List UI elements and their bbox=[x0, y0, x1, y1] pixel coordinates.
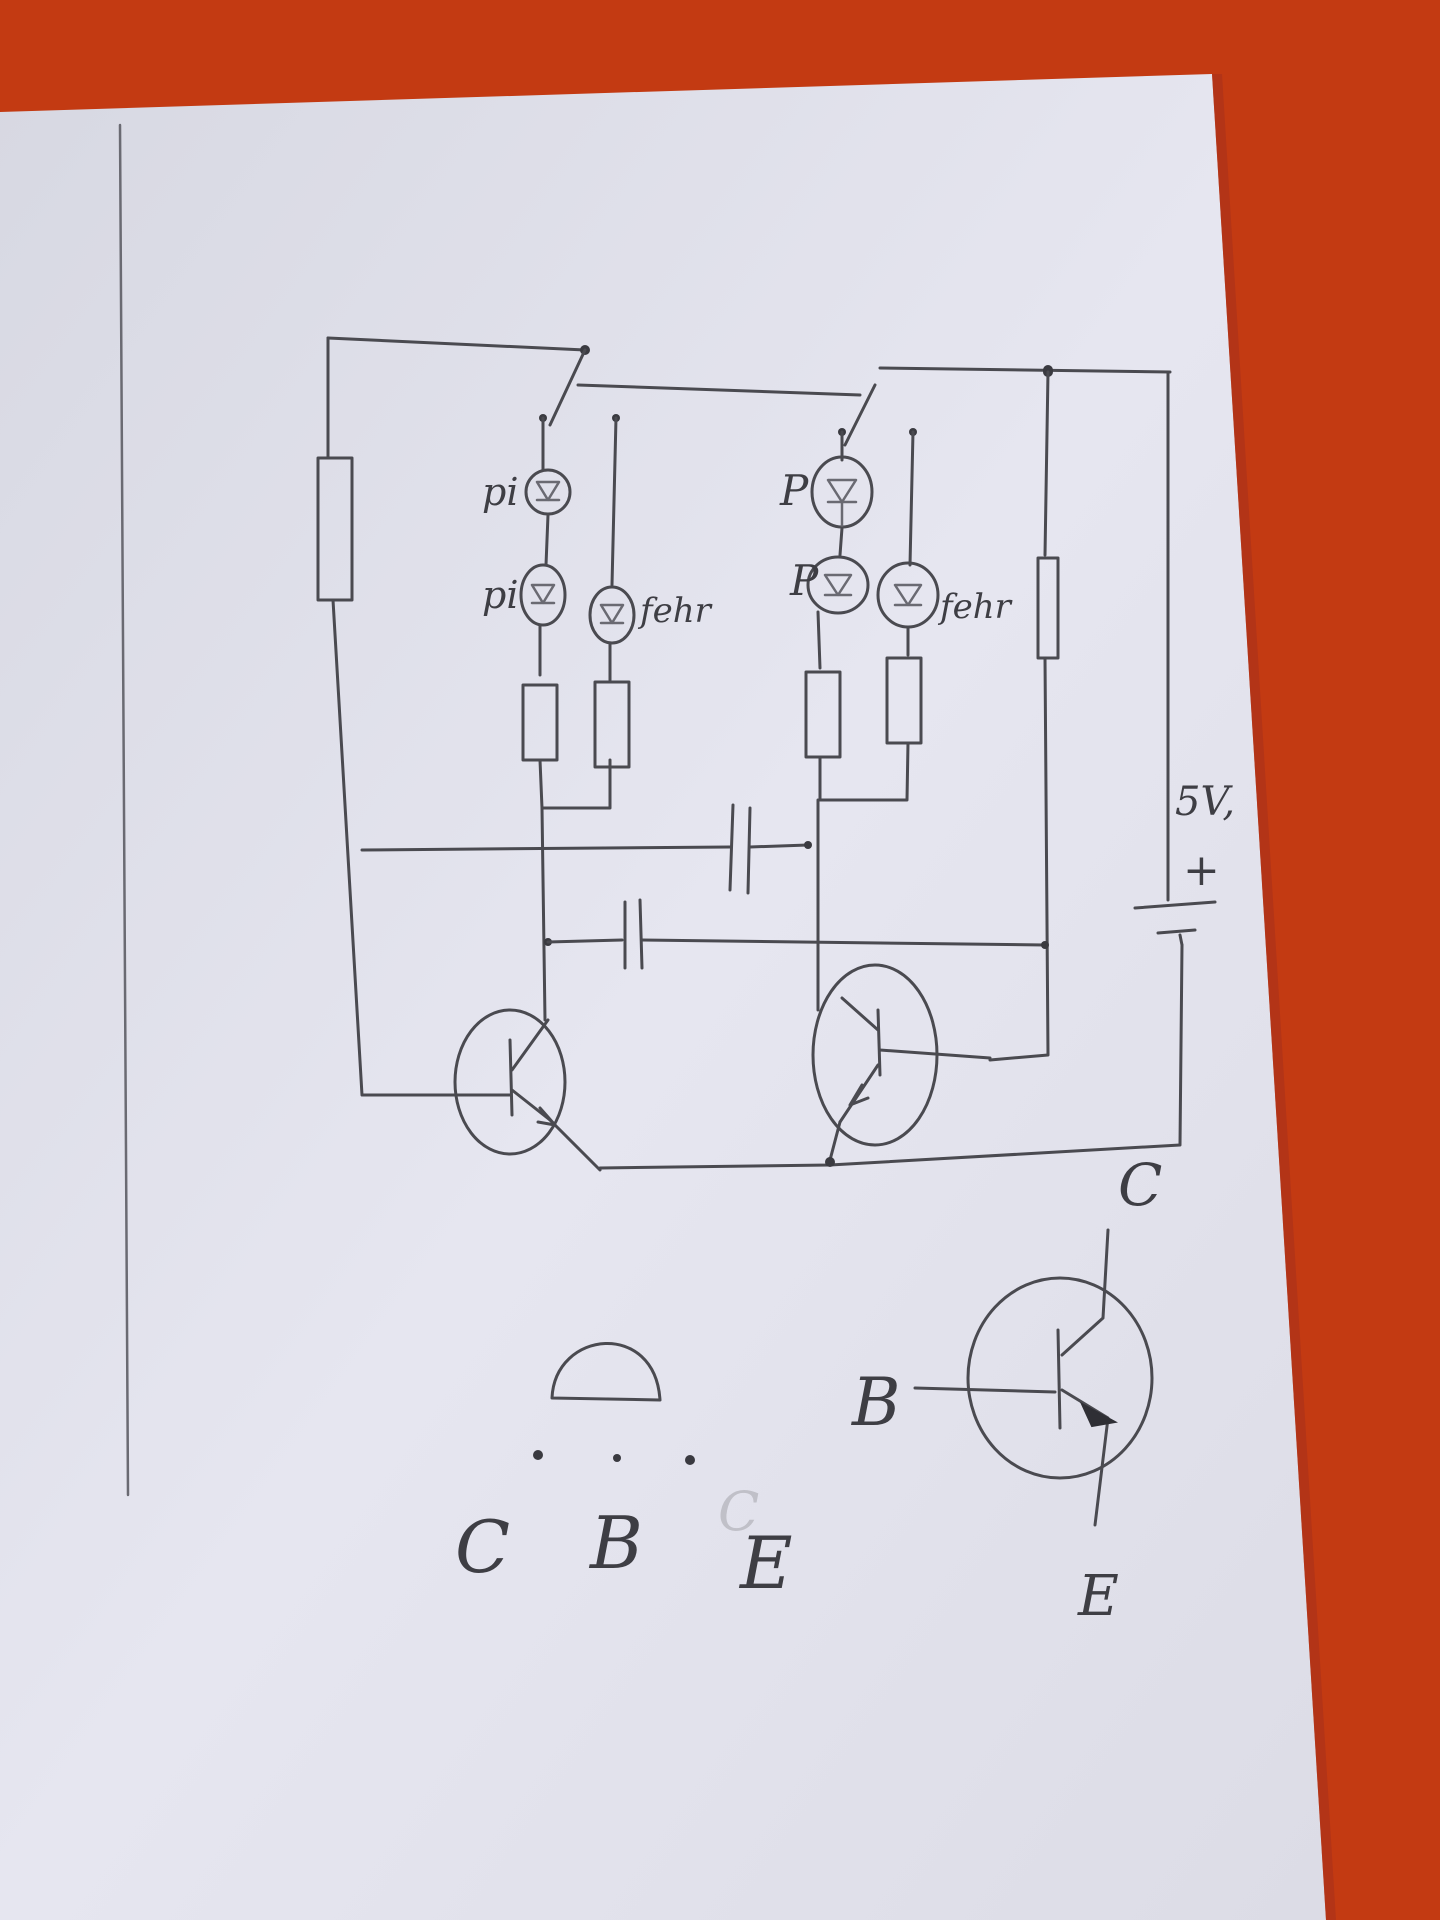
label-plus: + bbox=[1183, 845, 1220, 896]
npn-transistor-symbol bbox=[913, 1228, 1154, 1527]
resistor-left-2 bbox=[593, 680, 631, 769]
label-led-left-fehr: fehr bbox=[637, 591, 713, 631]
circuit-diagram bbox=[316, 336, 1217, 1172]
pinout-label-e: E bbox=[738, 1521, 793, 1605]
battery bbox=[1133, 900, 1217, 935]
label-supply-voltage: 5V, bbox=[1175, 779, 1235, 825]
capacitor-lower bbox=[623, 898, 644, 970]
top-rail-mid bbox=[576, 383, 862, 397]
label-led-right-top: P bbox=[779, 466, 809, 515]
switch-left bbox=[548, 348, 587, 427]
resistor-right-1 bbox=[804, 670, 842, 759]
top-rail-left bbox=[326, 336, 587, 352]
ground-rail bbox=[598, 943, 1184, 1170]
label-led-left-top: pi bbox=[482, 470, 518, 514]
symbol-label-base: B bbox=[851, 1364, 901, 1441]
resistor-outer-right bbox=[1036, 556, 1060, 660]
paper-shadow-edge bbox=[1212, 74, 1336, 1920]
margin-line bbox=[118, 123, 130, 1497]
npn-symbol-emitter-arrow bbox=[1079, 1401, 1118, 1428]
pinout-label-b: B bbox=[588, 1501, 643, 1585]
label-led-right-fehr: fehr bbox=[937, 587, 1013, 627]
led-left-fehr bbox=[588, 585, 636, 645]
resistor-outer-left bbox=[316, 456, 354, 602]
switch-right bbox=[843, 383, 877, 447]
npn-symbol-collector-lead bbox=[1060, 1228, 1110, 1357]
resistor-right-2 bbox=[885, 656, 923, 745]
capacitor-upper bbox=[728, 803, 752, 895]
pinout-label-faint-c: C bbox=[718, 1480, 759, 1543]
npn-symbol-base-bar bbox=[1056, 1328, 1062, 1430]
transistor-left bbox=[453, 1008, 567, 1156]
top-rail-right bbox=[878, 366, 1172, 374]
pinout-label-c: C bbox=[455, 1505, 510, 1589]
to92-pinout bbox=[533, 1342, 695, 1465]
symbol-label-emitter: E bbox=[1077, 1564, 1119, 1629]
led-right-bottom bbox=[806, 555, 870, 615]
symbol-label-collector: C bbox=[1118, 1151, 1162, 1219]
led-left-bottom bbox=[519, 563, 567, 627]
npn-symbol-base-lead bbox=[913, 1386, 1057, 1394]
label-led-right-bottom: P bbox=[789, 556, 819, 605]
npn-symbol-circle bbox=[966, 1276, 1154, 1480]
to92-package-outline bbox=[550, 1342, 662, 1402]
label-led-left-bottom: pi bbox=[482, 573, 518, 617]
paper-sheet bbox=[0, 74, 1326, 1920]
